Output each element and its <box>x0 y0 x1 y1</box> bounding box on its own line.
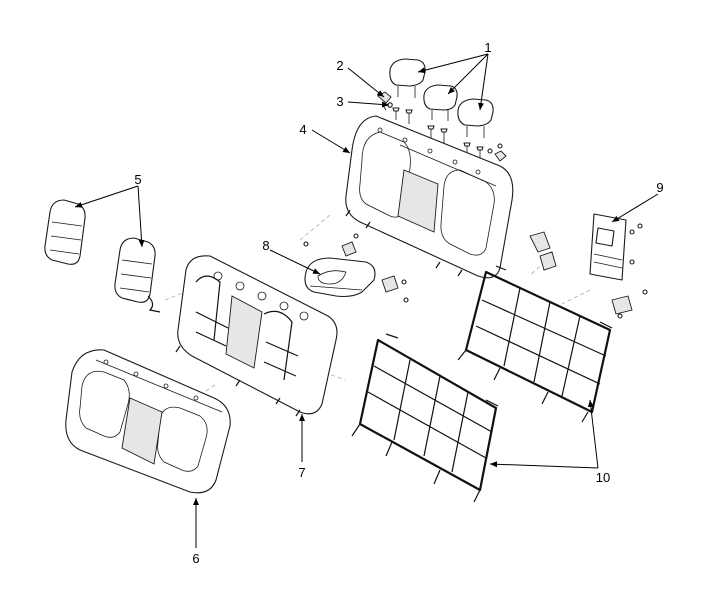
callout-10: 10 <box>596 470 610 485</box>
callout-3: 3 <box>336 94 343 109</box>
seat-back-cover <box>345 115 514 279</box>
callout-8: 8 <box>262 238 269 253</box>
leader-lines <box>74 53 659 548</box>
headrest-right <box>457 98 494 138</box>
callout-7: 7 <box>298 465 305 480</box>
callout-4: 4 <box>299 122 306 137</box>
callout-labels: 1 2 3 4 5 6 7 8 9 10 <box>134 40 663 566</box>
callout-1: 1 <box>484 40 491 55</box>
callout-9: 9 <box>656 180 663 195</box>
side-bolster-pads <box>44 199 161 313</box>
seat-cushion <box>65 349 231 494</box>
lower-seat-back <box>175 255 338 417</box>
callout-5: 5 <box>134 172 141 187</box>
seat-frame-lower <box>351 333 499 503</box>
headrest-left <box>389 58 426 98</box>
callout-6: 6 <box>192 551 199 566</box>
bracket-panel <box>529 213 648 319</box>
armrest <box>303 233 409 303</box>
callout-2: 2 <box>336 58 343 73</box>
seat-frame-upper <box>457 265 613 423</box>
